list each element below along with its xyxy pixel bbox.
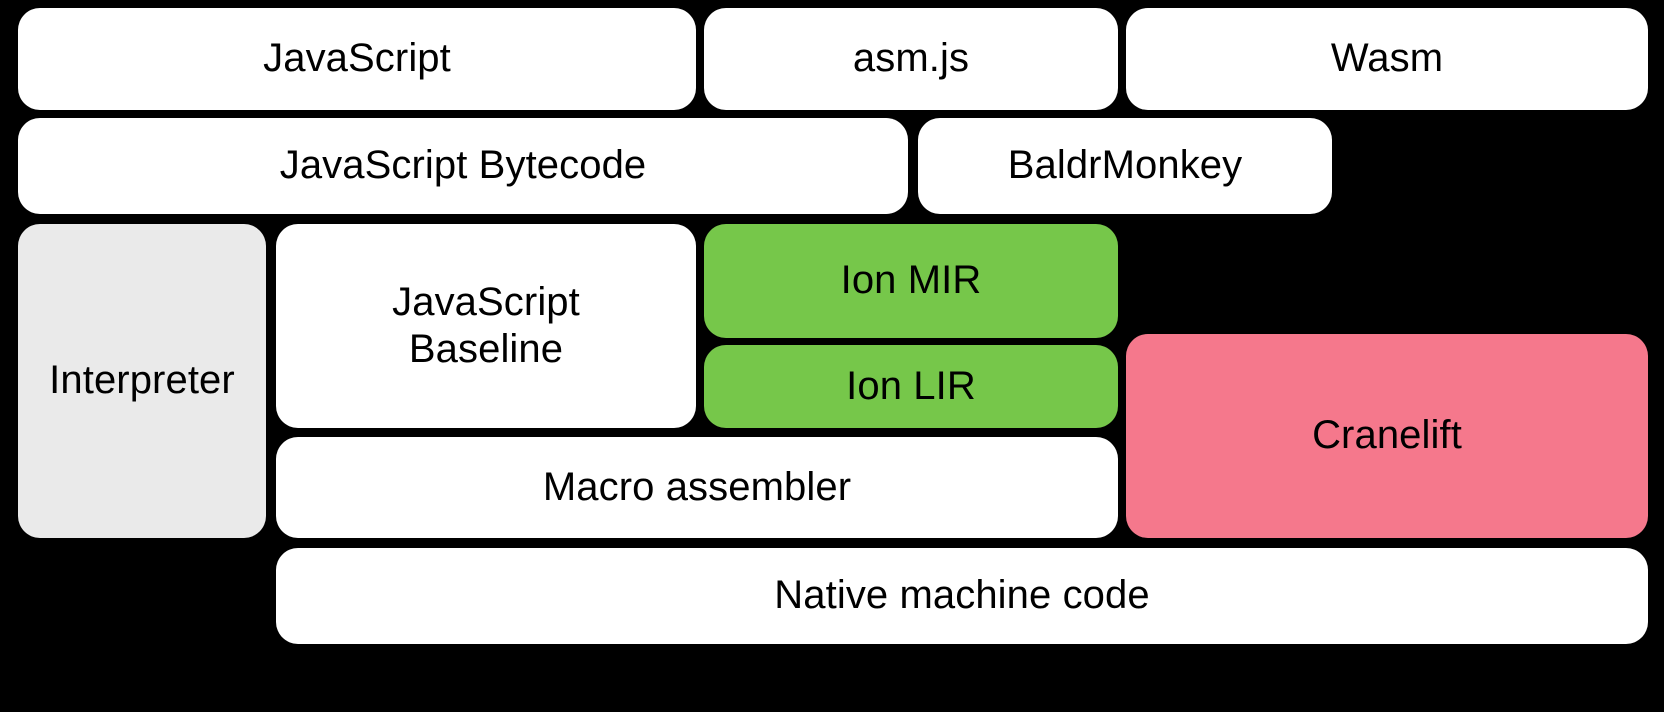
node-label-javascript-baseline: JavaScript Baseline [392,279,580,371]
node-javascript-bytecode: JavaScript Bytecode [18,118,908,214]
node-label-native-machine-code: Native machine code [774,573,1150,618]
node-label-wasm: Wasm [1330,36,1444,81]
node-label-ion-lir: Ion LIR [846,363,976,408]
node-macro-assembler: Macro assembler [276,437,1118,538]
node-label-macro-assembler: Macro assembler [542,464,852,509]
node-label-javascript: JavaScript [263,36,451,81]
node-label-interpreter: Interpreter [49,358,235,403]
node-native-machine-code: Native machine code [276,548,1648,644]
node-label-asm-js: asm.js [852,36,970,81]
node-wasm: Wasm [1126,8,1648,110]
node-label-cranelift: Cranelift [1312,413,1462,458]
node-asm-js: asm.js [704,8,1118,110]
node-cranelift: Cranelift [1126,334,1648,538]
node-label-baldrmonkey: BaldrMonkey [1007,143,1243,188]
node-ion-lir: Ion LIR [704,345,1118,428]
node-ion-mir: Ion MIR [704,224,1118,338]
node-label-javascript-bytecode: JavaScript Bytecode [279,143,647,188]
node-javascript-baseline: JavaScript Baseline [276,224,696,428]
node-interpreter: Interpreter [18,224,266,538]
node-baldrmonkey: BaldrMonkey [918,118,1332,214]
node-javascript: JavaScript [18,8,696,110]
node-label-ion-mir: Ion MIR [840,258,982,303]
